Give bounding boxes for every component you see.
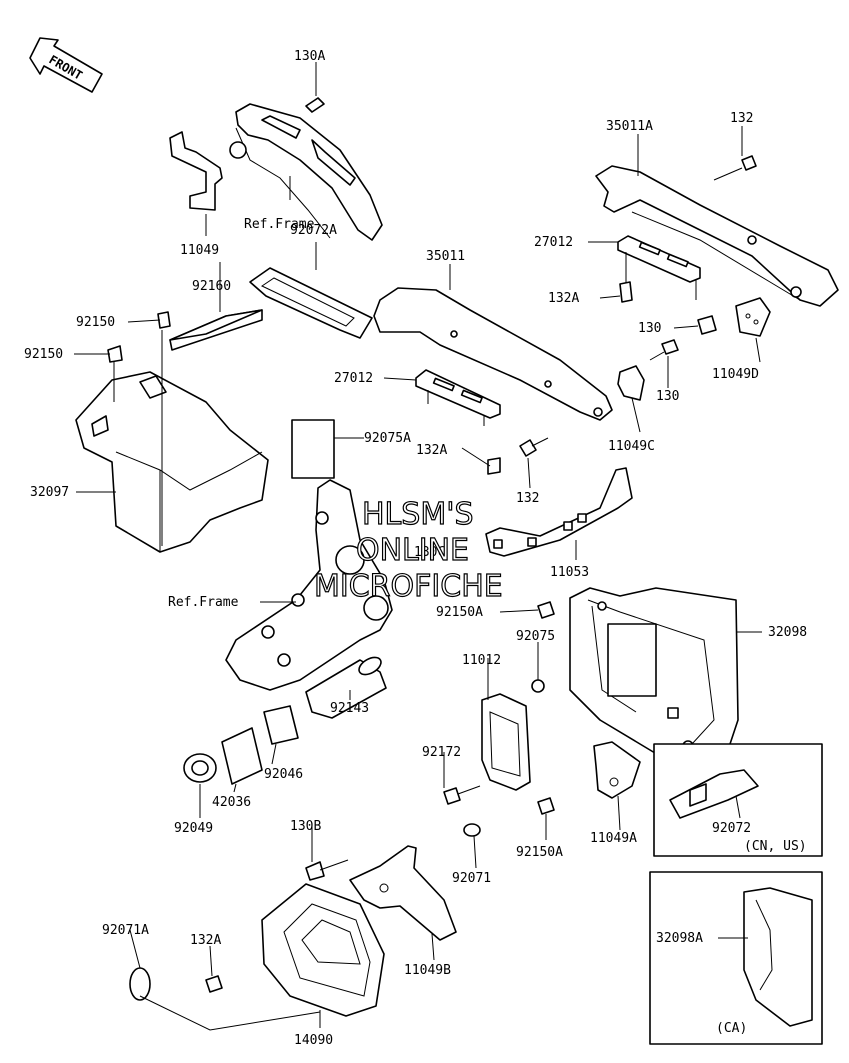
front-arrow-icon: FRONT	[29, 37, 103, 93]
plate-27012-right	[617, 235, 701, 300]
label-27012-left: 27012	[334, 371, 373, 386]
label-92071A: 92071A	[102, 923, 149, 938]
bearings-cluster	[183, 656, 387, 785]
bracket-11049A	[593, 741, 641, 799]
leader-lines	[74, 62, 762, 1031]
frame-mid-ref	[225, 479, 393, 691]
label-35011A: 35011A	[606, 119, 653, 134]
label-92150A-low: 92150A	[516, 845, 563, 860]
label-ref-frame-mid: Ref.Frame	[168, 595, 239, 610]
watermark: HLSM'S ONLINE MICROFICHE	[313, 496, 503, 604]
label-92072: 92072	[712, 821, 751, 836]
bracket-11049C	[487, 339, 679, 475]
bolts-right-cluster	[619, 155, 771, 337]
label-92075: 92075	[516, 629, 555, 644]
battery-case-32097	[75, 311, 269, 553]
label-92172: 92172	[422, 745, 461, 760]
label-130B: 130B	[290, 819, 321, 834]
label-130C: 130C	[414, 545, 445, 560]
label-92072A: 92072A	[290, 223, 337, 238]
label-11012: 11012	[462, 653, 501, 668]
label-92075A: 92075A	[364, 431, 411, 446]
cover-35011A	[595, 165, 839, 307]
label-92071: 92071	[452, 871, 491, 886]
frame-bracket-assembly	[169, 97, 383, 241]
label-cn-us: (CN, US)	[744, 839, 807, 854]
label-132A-bottom: 132A	[190, 933, 221, 948]
label-27012-right: 27012	[534, 235, 573, 250]
label-92160: 92160	[192, 279, 231, 294]
inset-32098A-ca	[649, 871, 823, 1045]
label-32098: 32098	[768, 625, 807, 640]
label-132-top: 132	[730, 111, 753, 126]
callout-labels: 130A 11049 Ref.Frame 35011A 132 27012 13…	[24, 49, 807, 1048]
label-130A: 130A	[294, 49, 325, 64]
box-32098	[569, 587, 739, 761]
label-92143: 92143	[330, 701, 369, 716]
label-92150-b: 92150	[24, 347, 63, 362]
label-92150-a: 92150	[76, 315, 115, 330]
label-11049A: 11049A	[590, 831, 637, 846]
label-130-right: 130	[656, 389, 679, 404]
label-11049D: 11049D	[712, 367, 759, 382]
bracket-11049B	[305, 845, 457, 941]
bracket-11053	[485, 467, 633, 557]
label-92049: 92049	[174, 821, 213, 836]
label-92046: 92046	[264, 767, 303, 782]
strap-92072A	[249, 267, 373, 339]
label-92150A-top: 92150A	[436, 605, 483, 620]
cover-14090	[129, 883, 385, 1017]
label-11053: 11053	[550, 565, 589, 580]
label-11049B: 11049B	[404, 963, 451, 978]
cover-35011	[373, 287, 613, 421]
bolts-low-middle	[443, 601, 555, 837]
cover-11012	[481, 679, 545, 791]
label-35011: 35011	[426, 249, 465, 264]
label-11049C: 11049C	[608, 439, 655, 454]
label-14090: 14090	[294, 1033, 333, 1048]
label-132A-low: 132A	[416, 443, 447, 458]
label-ref-frame-top: Ref.Frame	[244, 217, 315, 232]
plate-27012-left	[415, 369, 501, 426]
inset-92072-cn-us	[653, 743, 823, 857]
watermark-line-1: HLSM'S	[362, 497, 474, 532]
label-ca: (CA)	[716, 1021, 747, 1036]
sheet-92075A	[291, 419, 335, 479]
label-32098A: 32098A	[656, 931, 703, 946]
label-42036: 42036	[212, 795, 251, 810]
label-32097: 32097	[30, 485, 69, 500]
watermark-line-3: MICROFICHE	[314, 569, 503, 604]
watermark-line-2: ONLINE	[356, 533, 469, 568]
pad-92160	[169, 309, 263, 351]
label-130-mid: 130	[638, 321, 661, 336]
label-11049: 11049	[180, 243, 219, 258]
label-132-low: 132	[516, 491, 539, 506]
label-132A-mid: 132A	[548, 291, 579, 306]
